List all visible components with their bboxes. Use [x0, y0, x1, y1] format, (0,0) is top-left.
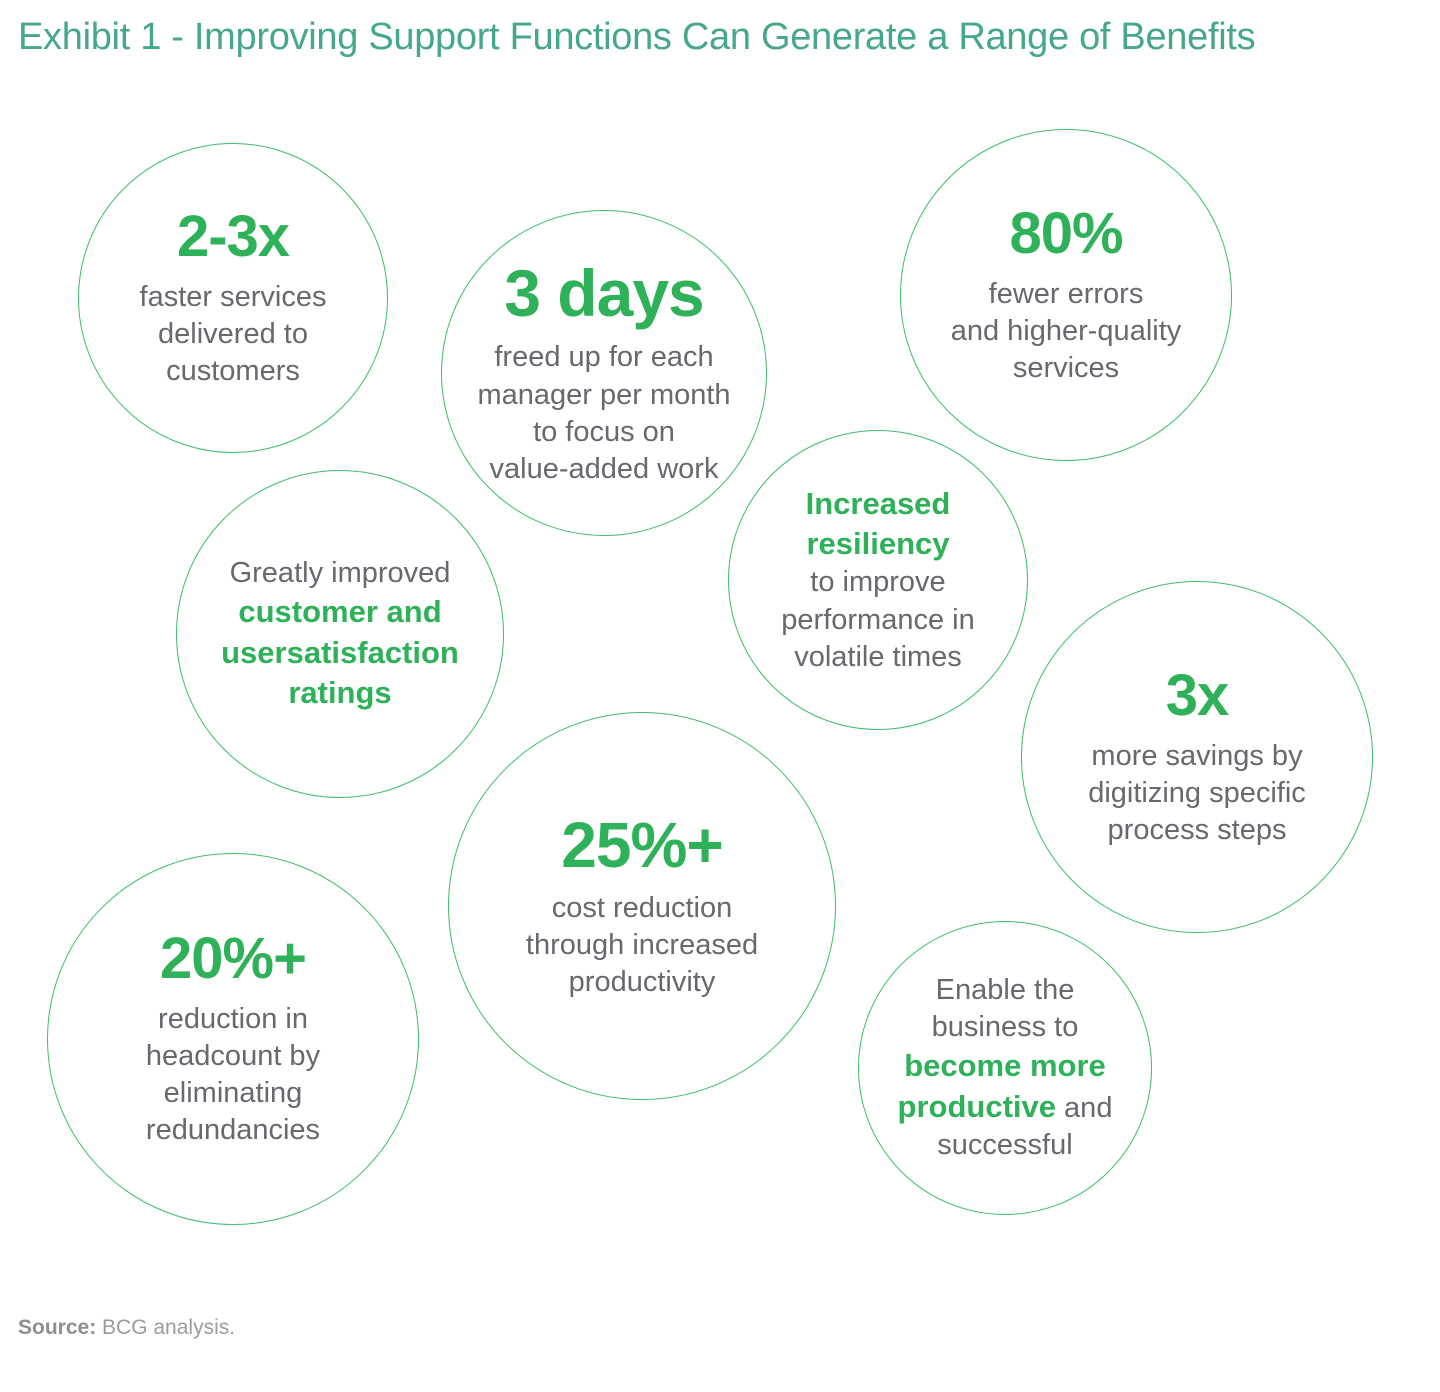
circle-content: 80% fewer errors and higher-quality servi…: [901, 201, 1231, 387]
benefit-circle-satisfaction-ratings: Greatly improved customer and usersatisf…: [176, 470, 504, 798]
circle-text-post: cost reduction through increased product…: [525, 891, 759, 999]
circle-text: freed up for each manager per month to f…: [452, 336, 756, 487]
circle-text: fewer errors and higher-quality services: [911, 273, 1221, 387]
circle-text: cost reduction through increased product…: [459, 887, 825, 1001]
circle-content: 3x more savings by digitizing specific pr…: [1022, 663, 1372, 849]
circle-text-post: faster services delivered to customers: [139, 280, 327, 387]
circle-content: 3 days freed up for each manager per mont…: [442, 256, 766, 488]
circle-content: Enable the business to become more produ…: [859, 972, 1151, 1164]
circle-value: 2-3x: [176, 204, 290, 270]
circle-text-post: more savings by digitizing specific proc…: [1088, 739, 1306, 846]
benefit-circle-more-savings: 3x more savings by digitizing specific pr…: [1021, 581, 1373, 933]
circle-content: 25%+ cost reduction through increased pro…: [449, 808, 835, 1001]
source-text: BCG analysis.: [96, 1316, 236, 1339]
circle-text: Greatly improved customer and usersatisf…: [187, 555, 493, 712]
page-title: Exhibit 1 - Improving Support Functions …: [18, 16, 1256, 58]
circle-text: Increased resiliency to improve performa…: [739, 484, 1017, 676]
circle-text-pre: Enable the business to: [931, 974, 1079, 1044]
circle-text: more savings by digitizing specific proc…: [1032, 735, 1362, 849]
circle-value: 3x: [1165, 663, 1230, 729]
benefit-circle-fewer-errors: 80% fewer errors and higher-quality servi…: [900, 129, 1232, 461]
benefit-circle-increased-resiliency: Increased resiliency to improve performa…: [728, 430, 1028, 730]
circle-content: 2-3x faster services delivered to custome…: [79, 204, 387, 390]
circle-text-highlight: Increased resiliency: [805, 486, 951, 562]
circle-value: 3 days: [504, 256, 704, 331]
circle-text: Enable the business to become more produ…: [869, 972, 1141, 1164]
circle-text-highlight: become more productive: [897, 1048, 1106, 1124]
benefit-circle-faster-services: 2-3x faster services delivered to custome…: [78, 143, 388, 453]
circle-text-post: to improve performance in volatile times: [781, 566, 975, 673]
circle-content: Greatly improved customer and usersatisf…: [177, 555, 503, 712]
circle-content: 20%+ reduction in headcount by eliminatin…: [48, 928, 418, 1149]
benefit-circle-cost-reduction: 25%+ cost reduction through increased pro…: [448, 712, 836, 1100]
circle-content: Increased resiliency to improve performa…: [729, 484, 1027, 676]
circle-text: reduction in headcount by eliminating re…: [58, 998, 408, 1149]
circle-text-post: freed up for each manager per month to f…: [477, 341, 731, 485]
benefit-circle-headcount-reduction: 20%+ reduction in headcount by eliminatin…: [47, 853, 419, 1225]
benefit-circle-days-freed-up: 3 days freed up for each manager per mont…: [441, 210, 767, 536]
circle-value: 20%+: [160, 926, 307, 992]
circle-text-post: reduction in headcount by eliminating re…: [145, 1003, 321, 1147]
circle-text: faster services delivered to customers: [89, 276, 377, 390]
circle-text-post: and successful: [937, 1091, 1113, 1161]
circle-value: 80%: [1009, 201, 1123, 267]
circle-text-highlight: customer and usersatisfaction ratings: [221, 594, 459, 710]
benefit-circle-business-productive: Enable the business to become more produ…: [858, 921, 1152, 1215]
circle-text-post: fewer errors and higher-quality services: [950, 277, 1182, 384]
source-label: Source:: [18, 1316, 97, 1339]
source-note: Source: BCG analysis.: [18, 1316, 235, 1340]
circle-text-pre: Greatly improved: [229, 557, 451, 590]
circle-value: 25%+: [561, 808, 723, 881]
